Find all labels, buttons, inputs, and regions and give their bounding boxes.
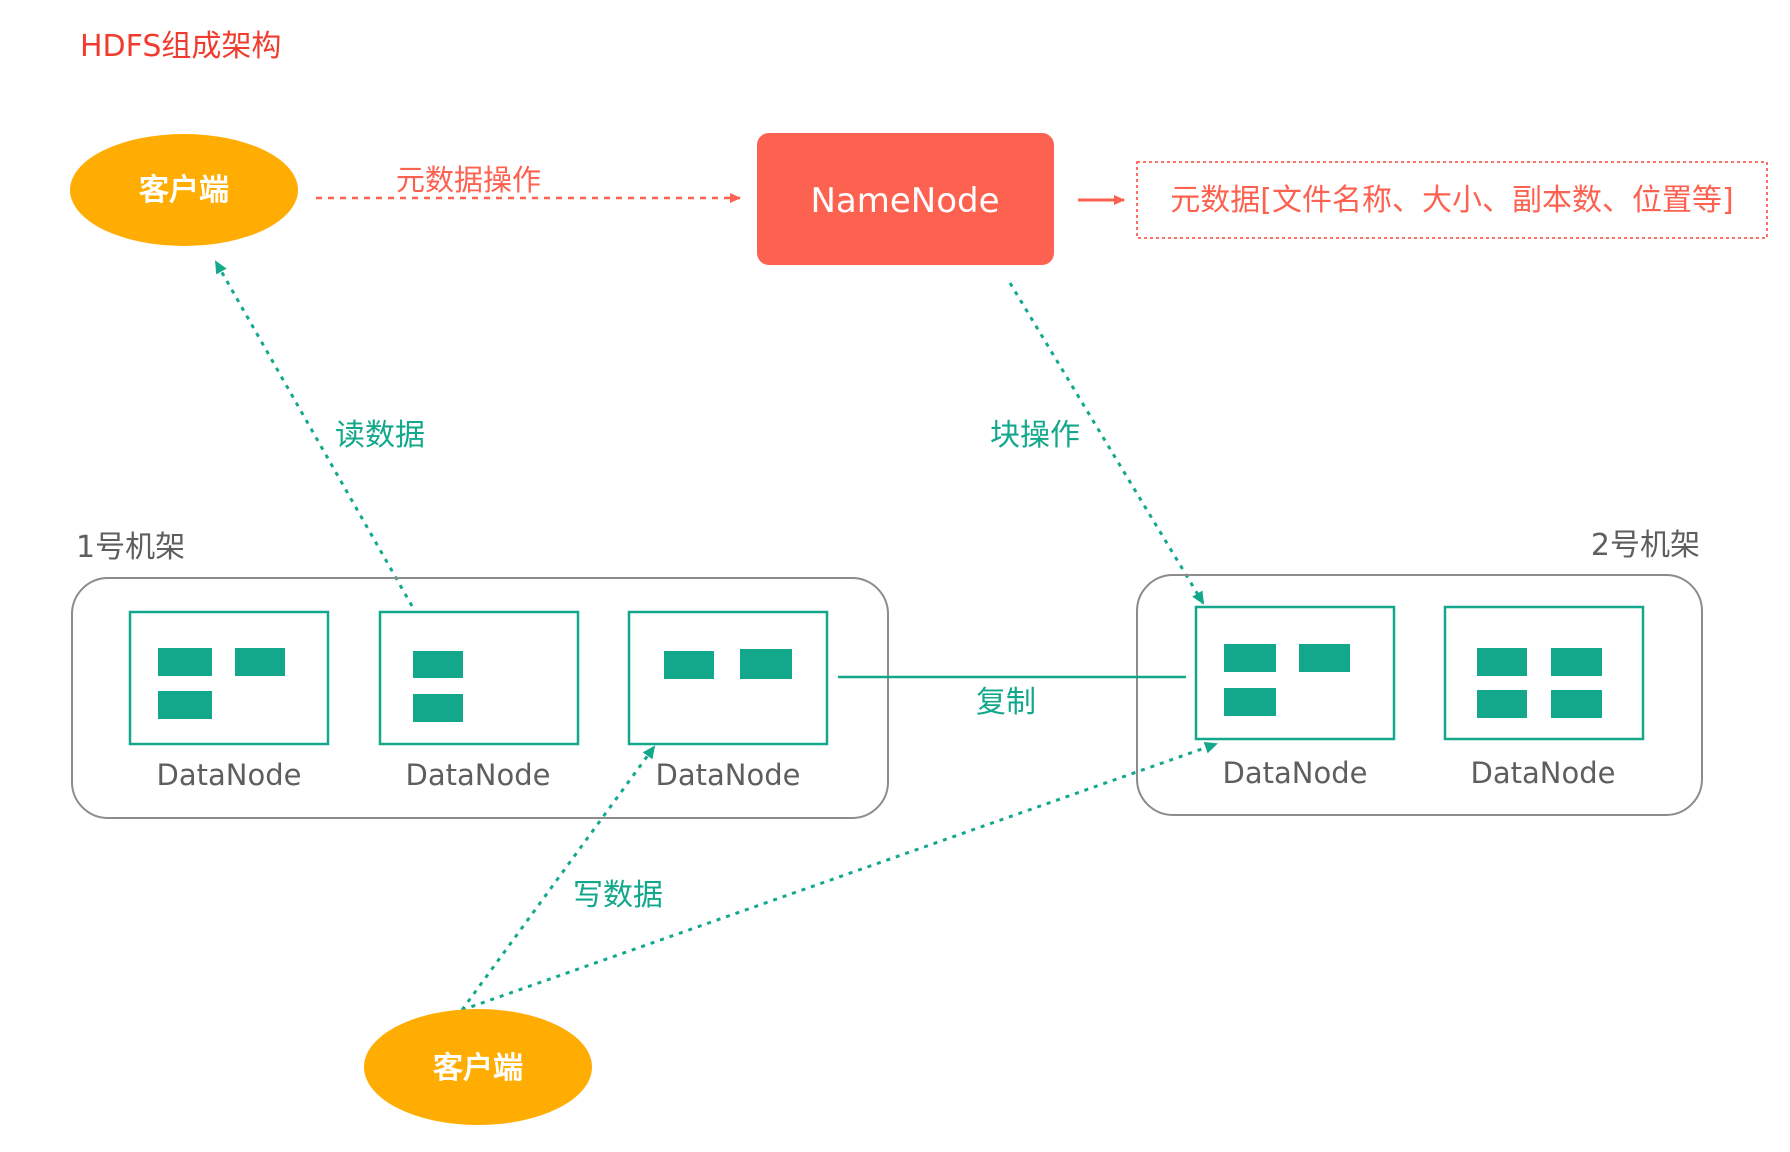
data-block bbox=[413, 651, 463, 678]
data-block bbox=[158, 648, 212, 676]
rack1-datanode-3: DataNode bbox=[627, 610, 829, 792]
block-op-label: 块操作 bbox=[990, 418, 1080, 453]
data-block bbox=[1299, 644, 1350, 672]
client-bottom-label: 客户端 bbox=[433, 1051, 523, 1086]
client-top-node: 客户端 bbox=[70, 134, 298, 246]
rack-2 bbox=[1136, 574, 1703, 816]
write-edge-rack1 bbox=[460, 745, 656, 1011]
rack2-datanode-1: DataNode bbox=[1194, 605, 1396, 790]
rack-1 bbox=[71, 577, 889, 819]
datanode-label: DataNode bbox=[1471, 756, 1616, 790]
rack1-datanode-1: DataNode bbox=[128, 610, 330, 792]
datanode-label: DataNode bbox=[656, 758, 801, 792]
client-bottom-node: 客户端 bbox=[364, 1009, 592, 1125]
data-block bbox=[413, 694, 463, 722]
replicate-label: 复制 bbox=[976, 685, 1036, 720]
read-label: 读数据 bbox=[335, 418, 425, 453]
data-block bbox=[1224, 688, 1276, 716]
data-block bbox=[740, 649, 792, 679]
data-block bbox=[1477, 690, 1527, 718]
data-block bbox=[664, 651, 714, 679]
write-label: 写数据 bbox=[573, 878, 663, 913]
rack-2-label: 2号机架 bbox=[1591, 528, 1700, 563]
namenode-node: NameNode bbox=[757, 133, 1054, 265]
block-op-edge bbox=[1008, 282, 1205, 605]
data-block bbox=[1477, 648, 1527, 676]
metadata-note-text: 元数据[文件名称、大小、副本数、位置等] bbox=[1170, 183, 1733, 218]
data-block bbox=[1224, 644, 1276, 672]
data-block bbox=[235, 648, 285, 676]
datanode-label: DataNode bbox=[406, 758, 551, 792]
datanode-label: DataNode bbox=[157, 758, 302, 792]
metadata-note: 元数据[文件名称、大小、副本数、位置等] bbox=[1136, 161, 1768, 239]
namenode-label: NameNode bbox=[810, 181, 999, 221]
metadata-op-label: 元数据操作 bbox=[396, 163, 541, 197]
rack1-datanode-2: DataNode bbox=[378, 610, 580, 792]
diagram-title: HDFS组成架构 bbox=[80, 29, 281, 64]
rack-1-label: 1号机架 bbox=[76, 530, 185, 565]
rack2-datanode-2: DataNode bbox=[1443, 605, 1645, 790]
data-block bbox=[1551, 648, 1602, 676]
data-block bbox=[158, 691, 212, 719]
datanode-label: DataNode bbox=[1223, 756, 1368, 790]
client-top-label: 客户端 bbox=[139, 173, 229, 208]
write-edge-rack2 bbox=[461, 742, 1218, 1012]
data-block bbox=[1551, 690, 1602, 718]
